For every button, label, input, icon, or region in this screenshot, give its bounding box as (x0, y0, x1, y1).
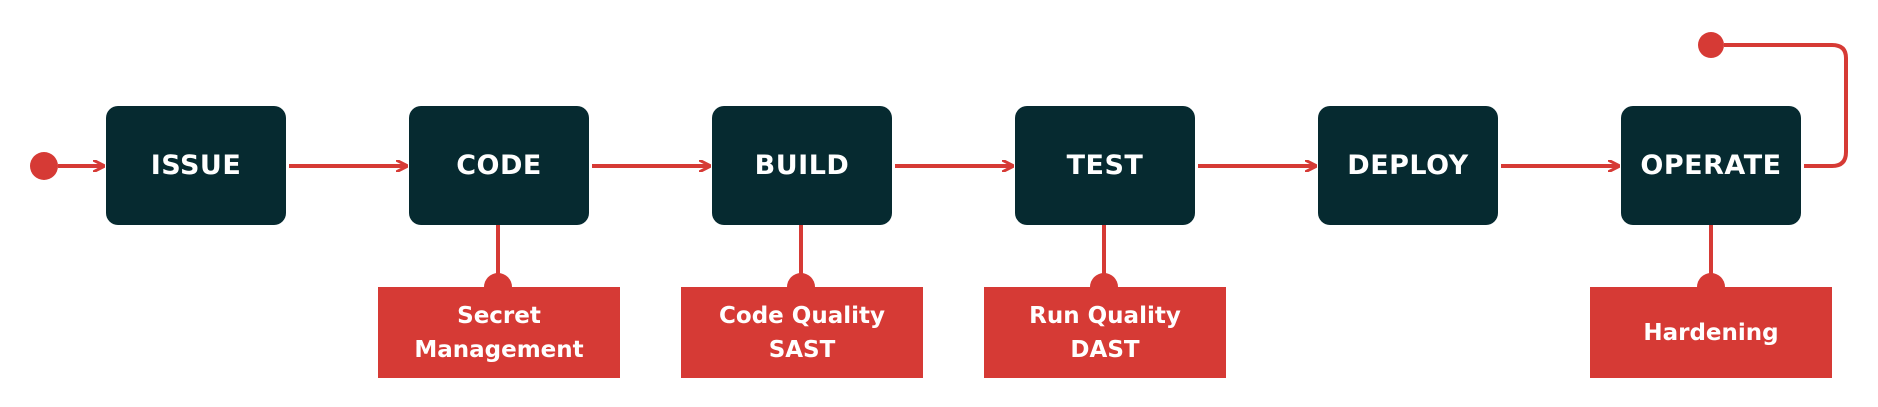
practice-hardening: Hardening (1590, 287, 1832, 378)
stage-test: TEST (1015, 106, 1195, 225)
practice-run-quality-dast: Run Quality DAST (984, 287, 1226, 378)
stage-test-label: TEST (1066, 150, 1144, 181)
stage-build: BUILD (712, 106, 892, 225)
practice-code-quality-line1: Code Quality (719, 302, 885, 329)
practice-run-quality-line1: Run Quality (1029, 302, 1181, 329)
connector-knob-build (787, 273, 815, 287)
loop-back-connector (1724, 43, 1848, 168)
practice-secret-management: Secret Management (378, 287, 620, 378)
stage-code-label: CODE (456, 150, 542, 181)
practice-secret-management-line2: Management (414, 336, 584, 363)
start-node (30, 152, 58, 180)
practice-secret-management-line1: Secret (457, 302, 541, 329)
practice-hardening-line1: Hardening (1643, 319, 1779, 346)
connector-knob-code (484, 273, 512, 287)
stage-deploy-label: DEPLOY (1347, 150, 1469, 181)
stage-issue-label: ISSUE (150, 150, 242, 181)
stage-deploy: DEPLOY (1318, 106, 1498, 225)
practice-run-quality-line2: DAST (1070, 336, 1140, 363)
connector-knob-operate (1697, 273, 1725, 287)
practice-code-quality-line2: SAST (768, 336, 836, 363)
stage-code: CODE (409, 106, 589, 225)
loop-end-node (1698, 32, 1724, 58)
stage-build-label: BUILD (754, 150, 850, 181)
stage-operate-label: OPERATE (1640, 150, 1782, 181)
stage-issue: ISSUE (106, 106, 286, 225)
connector-knob-test (1090, 273, 1118, 287)
stage-operate: OPERATE (1621, 106, 1801, 225)
practice-code-quality-sast: Code Quality SAST (681, 287, 923, 378)
